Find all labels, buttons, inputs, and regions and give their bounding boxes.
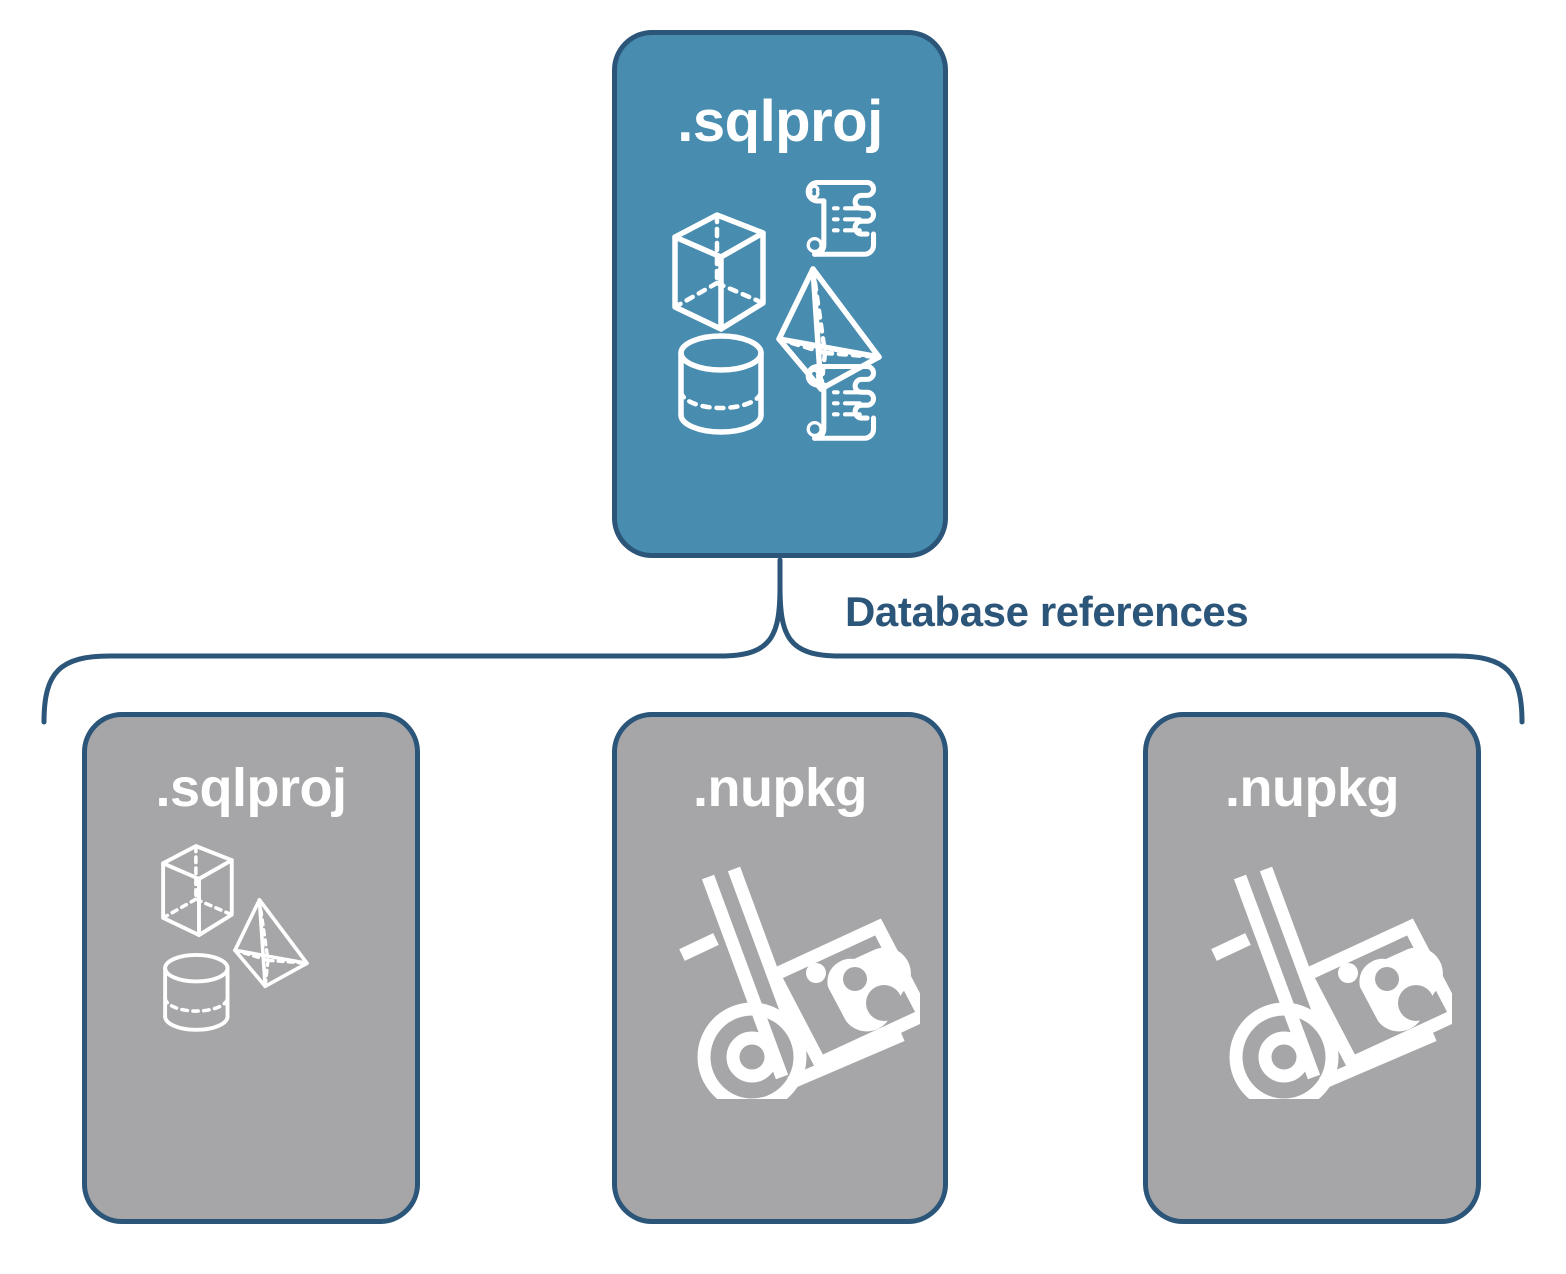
cube-icon [161, 844, 234, 937]
node-reference-sqlproj[interactable]: .sqlproj [82, 712, 420, 1224]
scroll-icon [805, 363, 877, 441]
cylinder-icon [678, 333, 764, 435]
pyramid-icon [233, 898, 309, 989]
cube-icon [672, 212, 766, 332]
node-reference-label: .sqlproj [155, 758, 347, 818]
node-reference-label: .nupkg [1225, 758, 1399, 818]
brace-caption-label: Database references [845, 588, 1249, 635]
hand-truck-package-icon [1211, 866, 1465, 1112]
node-reference-nupkg-1[interactable]: .nupkg [612, 712, 948, 1224]
root-icon-group [665, 173, 895, 458]
reference-icon-group [1172, 839, 1465, 1112]
hand-truck-package-icon [679, 866, 933, 1112]
node-root-label: .sqlproj [677, 89, 883, 154]
scroll-icon [805, 179, 877, 257]
node-reference-nupkg-2[interactable]: .nupkg [1143, 712, 1481, 1224]
node-reference-label: .nupkg [693, 758, 867, 818]
pyramid-icon [776, 266, 882, 392]
reference-icon-group [156, 839, 346, 1064]
cylinder-icon [163, 952, 230, 1032]
node-root-sqlproj[interactable]: .sqlproj [612, 30, 948, 558]
reference-icon-group [640, 839, 933, 1112]
